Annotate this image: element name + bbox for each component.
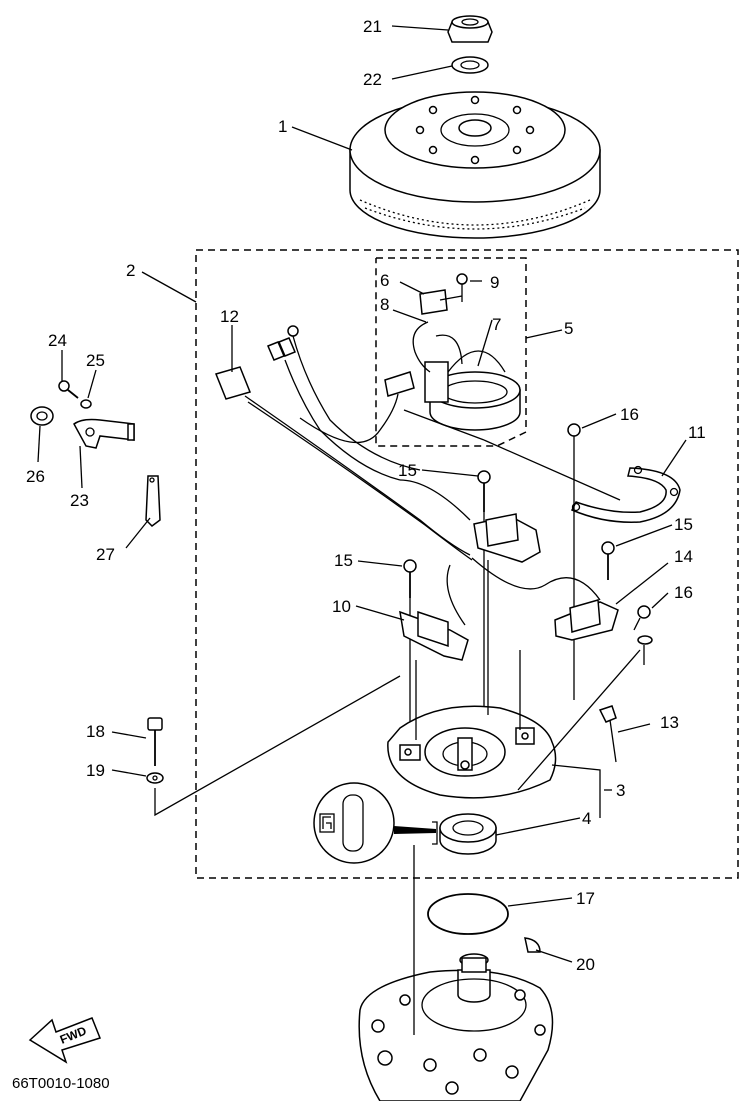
callout-26: 26 (26, 467, 45, 486)
part-lead-wire (412, 321, 431, 373)
callout-1: 1 (278, 117, 287, 136)
callout-15a: 15 (398, 461, 417, 480)
part-washer-19 (146, 772, 164, 784)
stator-assembly-boundary (195, 249, 739, 879)
part-pulser-bracket (419, 289, 463, 315)
part-o-ring (427, 893, 509, 935)
part-charge-coil-upper (473, 513, 541, 563)
callout-5: 5 (564, 319, 573, 338)
part-bolt (147, 717, 163, 766)
callout-22: 22 (363, 70, 382, 89)
callout-4: 4 (582, 809, 591, 828)
part-charge-coil-left (399, 610, 469, 661)
callout-15b: 15 (674, 515, 693, 534)
part-cable-tie-13 (598, 705, 617, 763)
pulser-coil-assembly-boundary (375, 257, 527, 447)
part-pulser-coil (384, 334, 521, 431)
callout-18: 18 (86, 722, 105, 741)
callout-numbers: 21 22 1 2 6 9 8 7 5 12 24 25 16 11 15 26… (26, 17, 706, 974)
part-washer-bracket (80, 399, 92, 409)
callout-15c: 15 (334, 551, 353, 570)
part-code: 66T0010-1080 (12, 1075, 110, 1092)
callout-25: 25 (86, 351, 105, 370)
callout-7: 7 (492, 315, 501, 334)
callout-14: 14 (674, 547, 693, 566)
leader-lines (37, 25, 687, 963)
callout-19: 19 (86, 761, 105, 780)
callout-6: 6 (380, 271, 389, 290)
fwd-arrow: FWD (28, 1017, 101, 1064)
callout-2: 2 (126, 261, 135, 280)
part-retainer-plate (570, 465, 681, 523)
part-cable-tie (145, 475, 161, 527)
part-screw-c (601, 541, 615, 580)
part-charge-coil-right (554, 599, 619, 641)
part-screw-b (403, 559, 417, 740)
part-flywheel (349, 91, 601, 239)
callout-24: 24 (48, 331, 67, 350)
part-power-head (358, 845, 554, 1101)
part-washer (451, 56, 489, 74)
callout-23: 23 (70, 491, 89, 510)
callout-8: 8 (380, 295, 389, 314)
callout-16b: 16 (674, 583, 693, 602)
part-screw-lower (633, 605, 653, 665)
callout-11: 11 (688, 423, 706, 442)
callout-12: 12 (220, 307, 239, 326)
wire-harness (244, 335, 601, 626)
part-oil-seal (439, 813, 497, 855)
part-grommet (30, 406, 54, 426)
callout-21: 21 (363, 17, 382, 36)
part-screw-bracket (58, 380, 79, 399)
callout-9: 9 (490, 273, 499, 292)
callout-13: 13 (660, 713, 679, 732)
callout-10: 10 (332, 597, 351, 616)
bolt-leader-line (154, 675, 401, 817)
part-screw-pulser (456, 273, 468, 302)
callout-27: 27 (96, 545, 115, 564)
callout-17: 17 (576, 889, 595, 908)
part-stator-base (387, 560, 641, 799)
callout-16a: 16 (620, 405, 639, 424)
part-nut (447, 15, 493, 43)
part-screw-upper (567, 423, 581, 700)
callout-20: 20 (576, 955, 595, 974)
callout-3: 3 (616, 781, 625, 800)
grease-detail-callout (313, 782, 438, 864)
part-bracket (73, 418, 135, 449)
